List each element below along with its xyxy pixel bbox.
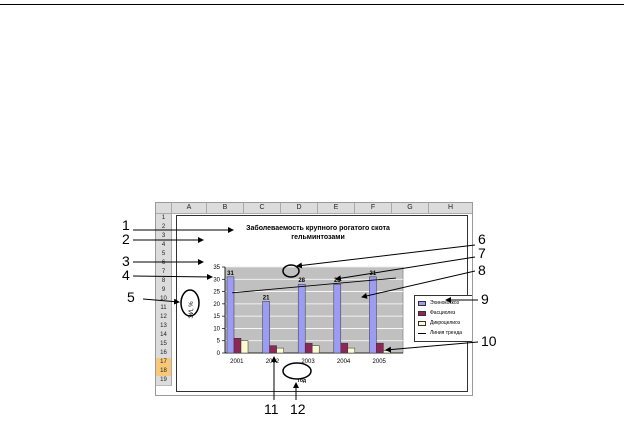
- data-label-0-2: 28: [298, 278, 305, 284]
- chart-area[interactable]: 0 5 10 15 20 25 30 35 31 2001 21 2002 28 2003 28 2004 31…: [176, 215, 472, 392]
- x-tick-label-2: 2003: [301, 359, 315, 365]
- callout-number-6: 6: [478, 231, 486, 247]
- callout-number-11: 11: [264, 401, 279, 417]
- callout-number-10: 10: [481, 333, 497, 349]
- chart-title-line-2: гельминтозами: [291, 234, 345, 241]
- bar-2-2: [311, 345, 320, 354]
- data-label-0-4: 31: [370, 271, 377, 277]
- column-header-d[interactable]: D: [281, 203, 318, 214]
- legend-label-dicrocoeliasis: Дикроцелиоз: [430, 320, 461, 326]
- y-tick-label-4: 20: [213, 302, 220, 308]
- legend-swatch-dicrocoeliasis: [418, 321, 426, 326]
- spreadsheet[interactable]: A B C D E F G H 1 2 3 4 5 6 7 8 9 10 11 …: [155, 202, 473, 396]
- legend-label-echinococcosis: Эхинококкоз: [430, 300, 459, 306]
- bar-0-4: [369, 276, 377, 354]
- callout-number-2: 2: [122, 231, 130, 247]
- legend-label-trend: Линия тренда: [430, 330, 463, 336]
- chart-title: Заболеваемость крупного рогатого скота г…: [228, 224, 408, 242]
- column-header-a[interactable]: A: [172, 203, 207, 214]
- bar-0-1: [262, 301, 270, 354]
- x-tick-label-0: 2001: [230, 359, 244, 365]
- xlabel-highlight-ellipse: [282, 362, 312, 380]
- column-header-c[interactable]: C: [244, 203, 281, 214]
- chart-legend[interactable]: Эхинококкоз Фасциолез Дикроцелиоз Линия …: [414, 295, 472, 342]
- x-tick-label-3: 2004: [337, 359, 351, 365]
- bar-0-0: [226, 276, 235, 354]
- bar-2-1: [276, 347, 284, 354]
- chart-title-line-1: Заболеваемость крупного рогатого скота: [246, 225, 390, 232]
- data-label-highlight-ellipse: [282, 264, 300, 278]
- column-header-e[interactable]: E: [318, 203, 355, 214]
- callout-number-5: 5: [127, 289, 135, 305]
- callout-number-9: 9: [481, 291, 489, 307]
- top-rule: [0, 4, 624, 5]
- callout-number-1: 1: [122, 217, 130, 233]
- ylabel-highlight-ellipse: [180, 289, 200, 317]
- y-tick-label-7: 35: [213, 265, 220, 271]
- callout-number-7: 7: [478, 245, 486, 261]
- legend-item-trend: Линия тренда: [418, 329, 472, 338]
- y-tick-label-1: 5: [217, 339, 221, 345]
- y-tick-label-2: 10: [213, 326, 220, 332]
- y-tick-label-6: 30: [213, 277, 220, 283]
- y-axis-title: ЭИ, %: [189, 301, 195, 319]
- bar-0-2: [297, 283, 306, 354]
- callout-arrow-5: [142, 298, 180, 305]
- bar-2-3: [347, 347, 356, 354]
- callout-number-8: 8: [478, 262, 486, 278]
- column-header-g[interactable]: G: [392, 203, 429, 214]
- x-tick-label-1: 2002: [266, 359, 280, 365]
- x-axis-title: год: [298, 378, 307, 384]
- callout-arrow-10: [385, 341, 479, 353]
- callout-number-4: 4: [122, 267, 130, 283]
- legend-swatch-echinococcosis: [418, 301, 426, 306]
- bar-2-0: [240, 340, 249, 354]
- y-tick-label-5: 25: [213, 290, 220, 296]
- legend-item-echinococcosis: Эхинококкоз: [418, 299, 472, 308]
- callout-arrow-7: [335, 256, 476, 282]
- callout-number-3: 3: [122, 253, 130, 269]
- callout-arrow-4: [132, 273, 213, 280]
- legend-trend-line: [418, 333, 426, 334]
- legend-label-fascioliasis: Фасциолез: [430, 310, 456, 316]
- legend-item-dicrocoeliasis: Дикроцелиоз: [418, 319, 472, 328]
- row-header-19[interactable]: 19: [156, 376, 172, 386]
- callout-number-12: 12: [290, 401, 306, 417]
- bar-0-3: [333, 283, 342, 354]
- y-tick-label-3: 15: [213, 314, 220, 320]
- chart-plot: 0 5 10 15 20 25 30 35 31 2001 21 2002 28 2003 28 2004 31…: [189, 265, 404, 384]
- legend-swatch-fascioliasis: [418, 311, 426, 316]
- column-header-f[interactable]: F: [355, 203, 392, 214]
- bar-1-4: [376, 342, 384, 354]
- x-tick-label-4: 2005: [373, 359, 387, 365]
- data-label-0-1: 21: [263, 295, 270, 301]
- data-label-0-3: 28: [334, 278, 341, 284]
- column-header-b[interactable]: B: [207, 203, 244, 214]
- column-header-h[interactable]: H: [429, 203, 472, 214]
- select-all-corner[interactable]: [156, 203, 172, 214]
- y-tick-label-0: 0: [217, 351, 221, 357]
- trend-line: [232, 277, 396, 294]
- data-label-0-0: 31: [227, 271, 234, 277]
- callout-arrow-6: [296, 244, 476, 269]
- callout-arrow-8: [361, 270, 476, 299]
- legend-item-fascioliasis: Фасциолез: [418, 309, 472, 318]
